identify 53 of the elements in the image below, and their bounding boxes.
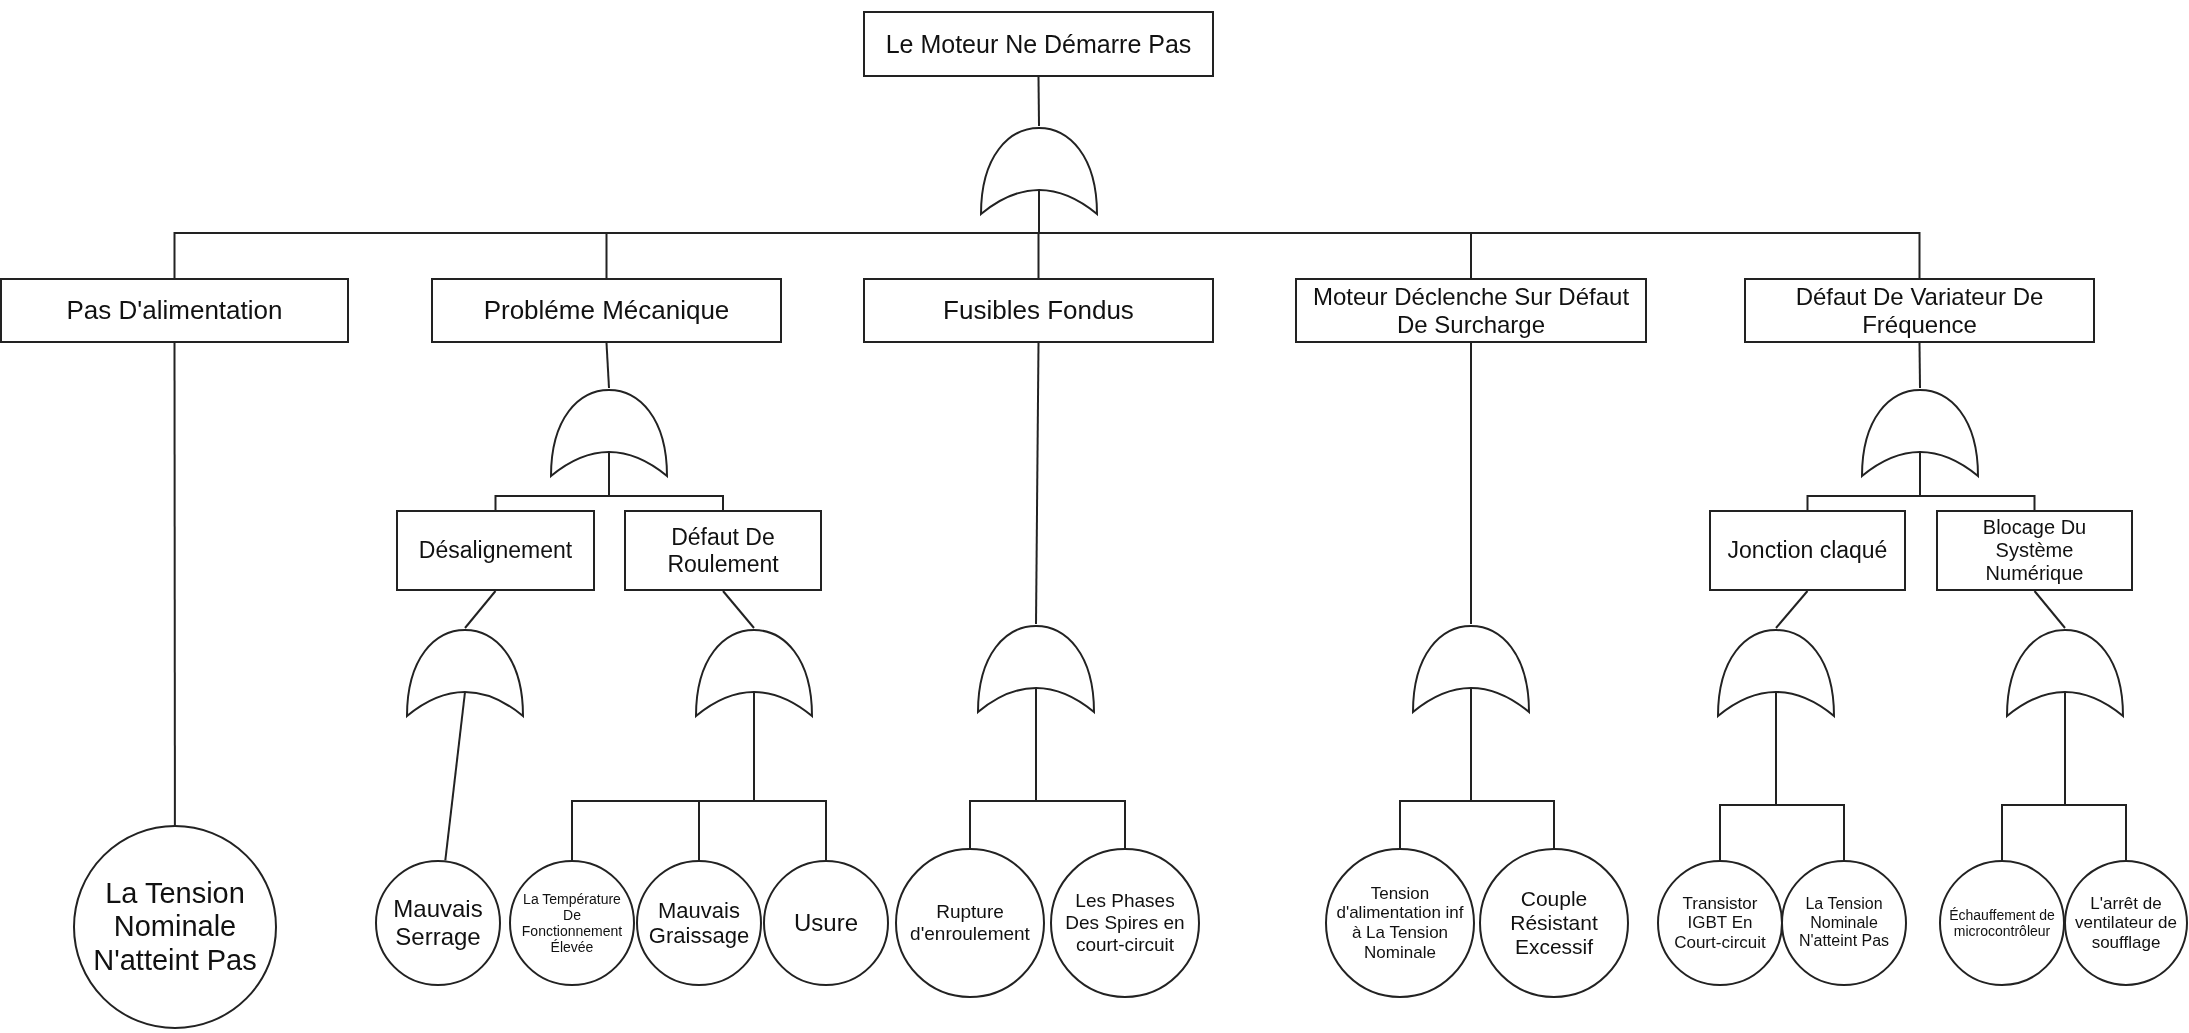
event-label: Pas D'alimentation <box>66 295 283 326</box>
or-gate-symbol <box>405 628 525 718</box>
event-label: Échauffement de microcontrôleur <box>1948 906 2056 940</box>
event-label: La Tension Nominale N'atteint Pas <box>1797 895 1891 951</box>
event-label: Défaut De Roulement <box>666 524 780 577</box>
connector-line <box>1775 590 1809 629</box>
connector-line <box>1037 76 1040 127</box>
event-label: Mauvais Serrage <box>392 895 484 951</box>
event-box <box>431 278 782 343</box>
connector-line <box>605 342 610 389</box>
event-label: L'arrêt de ventilateur de soufflage <box>2073 893 2179 953</box>
event-box <box>1709 510 1906 591</box>
or-gate-symbol <box>1411 624 1531 714</box>
event-box <box>0 278 349 343</box>
connector-line <box>1918 342 1921 389</box>
connector-line <box>444 691 466 862</box>
event-label: Le Moteur Ne Démarre Pas <box>885 29 1192 59</box>
event-label: Blocage Du Système Numérique <box>1981 516 2088 585</box>
event-box <box>863 278 1214 343</box>
connector-line <box>1035 342 1040 625</box>
event-label: Probléme Mécanique <box>483 295 730 326</box>
event-box <box>396 510 595 591</box>
event-box <box>1936 510 2133 591</box>
event-label: Mauvais Graissage <box>647 897 751 949</box>
event-label: Défaut De Variateur De Fréquence <box>1794 282 2045 339</box>
event-label: Fusibles Fondus <box>943 295 1134 326</box>
or-gate-symbol <box>549 388 669 478</box>
or-gate-symbol <box>1860 388 1980 478</box>
event-label: Usure <box>794 909 858 937</box>
connector-line <box>464 590 497 629</box>
event-label: Les Phases Des Spires en court-circuit <box>1064 890 1186 956</box>
event-box <box>624 510 822 591</box>
or-gate-symbol <box>979 126 1099 216</box>
event-label: Transistor IGBT En Court-circuit <box>1673 893 1767 953</box>
or-gate-symbol <box>1716 628 1836 718</box>
event-box <box>1744 278 2095 343</box>
connector-line <box>2033 590 2066 629</box>
event-label: La Tension Nominale N'atteint Pas <box>92 877 258 977</box>
event-label: Moteur Déclenche Sur Défaut De Surcharge <box>1311 282 1631 339</box>
event-label: Rupture d'enroulement <box>909 901 1031 945</box>
event-box <box>863 11 1214 77</box>
or-gate-symbol <box>2005 628 2125 718</box>
event-label: La Température De Fonctionnement Élevée <box>520 890 624 956</box>
or-gate-symbol <box>694 628 814 718</box>
event-label: Jonction claqué <box>1727 537 1888 564</box>
event-label: Tension d'alimentation inf à La Tension Nominale <box>1335 883 1465 963</box>
event-box <box>1295 278 1647 343</box>
connector-line <box>1470 342 1472 625</box>
event-label: Couple Résistant Excessif <box>1509 886 1599 960</box>
event-label: Désalignement <box>418 537 573 564</box>
connector-line <box>722 590 755 629</box>
connector-line <box>173 342 176 826</box>
or-gate-symbol <box>976 624 1096 714</box>
